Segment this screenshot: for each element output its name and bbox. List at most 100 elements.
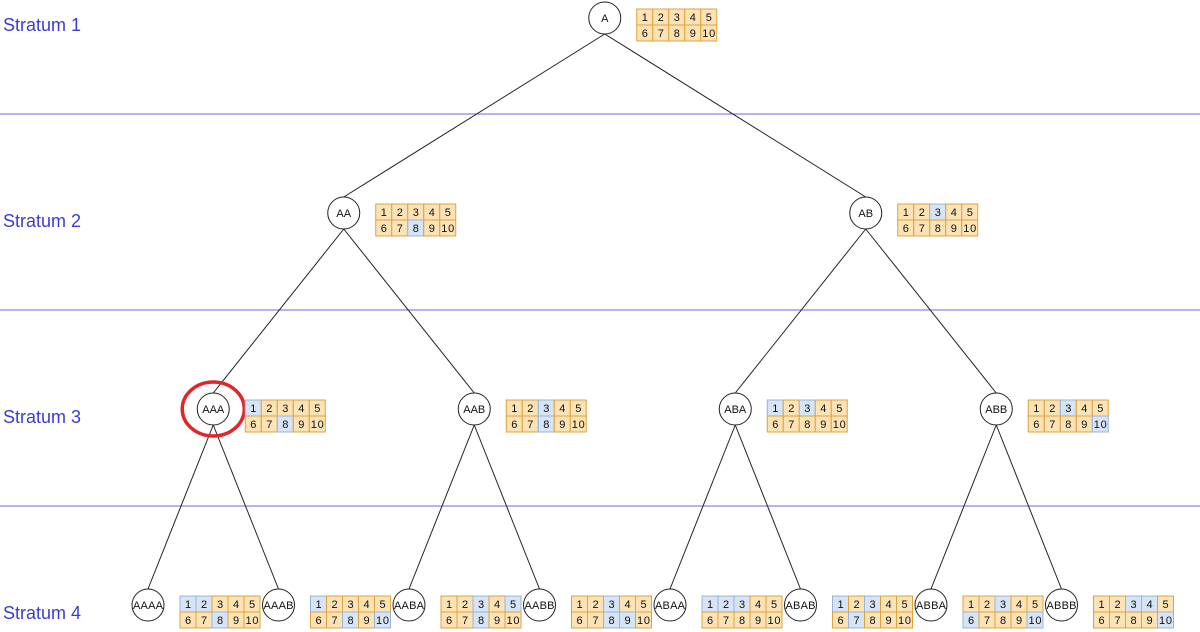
grid-cell-number: 1 bbox=[1098, 599, 1104, 611]
grid-cell-number: 5 bbox=[706, 12, 712, 24]
grid-cell-number: 5 bbox=[510, 599, 516, 611]
grid-cell-5: 5 bbox=[243, 595, 261, 613]
grid-cell-number: 1 bbox=[446, 599, 452, 611]
edge-aba-abaa bbox=[669, 424, 736, 590]
stratum-labels: Stratum 1 Stratum 2 Stratum 3 Stratum 4 bbox=[3, 15, 81, 623]
node-label: AB bbox=[858, 208, 873, 220]
grid-cell-2: 2 bbox=[848, 595, 865, 613]
grid-cell-number: 6 bbox=[185, 615, 191, 627]
stratum-dividers bbox=[0, 113, 1200, 507]
grid-cell-number: 8 bbox=[413, 223, 419, 235]
grid-cell-number: 7 bbox=[592, 615, 598, 627]
node-circle bbox=[523, 588, 556, 622]
node-label: AAA bbox=[202, 404, 225, 416]
grid-cell-1: 1 bbox=[571, 595, 588, 613]
grid-cell-3: 3 bbox=[929, 203, 947, 221]
grid-cell-1: 1 bbox=[179, 595, 197, 613]
grid-cell-7: 7 bbox=[587, 611, 604, 629]
grid-cell-10: 10 bbox=[504, 611, 522, 629]
node-label: ABAB bbox=[786, 600, 816, 612]
grid-cell-8: 8 bbox=[1059, 415, 1077, 433]
grid-cell-5: 5 bbox=[1157, 595, 1174, 613]
grid-cell-10: 10 bbox=[635, 611, 652, 629]
grid-cell-number: 7 bbox=[201, 615, 207, 627]
grid-cell-number: 1 bbox=[381, 207, 387, 219]
grid-cell-4: 4 bbox=[423, 203, 441, 221]
grid-cell-number: 9 bbox=[885, 615, 891, 627]
grid-cell-3: 3 bbox=[342, 595, 359, 613]
grid-cell-4: 4 bbox=[553, 399, 571, 417]
grid-cell-6: 6 bbox=[636, 24, 654, 42]
grid-cell-number: 1 bbox=[837, 599, 843, 611]
edge-aab-aabb bbox=[473, 424, 540, 590]
grid-cell-7: 7 bbox=[521, 415, 539, 433]
grid-cell-7: 7 bbox=[652, 24, 670, 42]
grid-cell-number: 3 bbox=[674, 12, 680, 24]
edge-abb-abba bbox=[930, 424, 997, 590]
grid-cell-9: 9 bbox=[1010, 611, 1028, 629]
grid-cell-9: 9 bbox=[814, 415, 832, 433]
grid-cell-9: 9 bbox=[358, 611, 375, 629]
grid-cell-number: 2 bbox=[984, 599, 990, 611]
grid-cell-number: 5 bbox=[640, 599, 646, 611]
grid-cell-number: 5 bbox=[771, 599, 777, 611]
grid-cell-3: 3 bbox=[798, 399, 816, 417]
grid-cell-number: 10 bbox=[702, 28, 715, 40]
grid-cell-number: 7 bbox=[397, 223, 403, 235]
grid-cell-2: 2 bbox=[391, 203, 409, 221]
grid-cell-bg bbox=[1157, 611, 1174, 629]
grid-cell-7: 7 bbox=[782, 415, 800, 433]
grid-cell-4: 4 bbox=[749, 595, 767, 613]
grid-cell-8: 8 bbox=[929, 219, 947, 237]
edge-aaa-aaab bbox=[212, 424, 279, 590]
node-label: ABA bbox=[724, 404, 747, 416]
grid-cell-3: 3 bbox=[407, 203, 425, 221]
grid-cell-bg bbox=[308, 415, 326, 433]
grid-cell-number: 2 bbox=[201, 599, 207, 611]
grid-cell-10: 10 bbox=[896, 611, 913, 629]
grid-cell-3: 3 bbox=[211, 595, 229, 613]
grid-cell-number: 9 bbox=[755, 615, 761, 627]
grid-cell-number: 10 bbox=[768, 615, 781, 627]
grid-cell-number: 10 bbox=[1094, 419, 1107, 431]
grid-cell-number: 9 bbox=[624, 615, 630, 627]
grid-cell-number: 9 bbox=[233, 615, 239, 627]
grid-cell-6: 6 bbox=[1093, 611, 1110, 629]
grid-cell-number: 1 bbox=[185, 599, 191, 611]
edge-ab-aba bbox=[734, 228, 867, 394]
grid-cell-1: 1 bbox=[440, 595, 458, 613]
grid-cell-3: 3 bbox=[733, 595, 751, 613]
grid-cell-number: 5 bbox=[575, 403, 581, 415]
grid-cell-1: 1 bbox=[375, 203, 393, 221]
grid-cell-number: 8 bbox=[1000, 615, 1006, 627]
grid-cell-9: 9 bbox=[945, 219, 963, 237]
grid-cell-5: 5 bbox=[504, 595, 522, 613]
grid-cell-6: 6 bbox=[897, 219, 915, 237]
grid-cell-number: 4 bbox=[885, 599, 891, 611]
grid-cell-number: 8 bbox=[478, 615, 484, 627]
grid-cell-number: 9 bbox=[298, 419, 304, 431]
grid-cell-10: 10 bbox=[569, 415, 587, 433]
node-circle bbox=[457, 392, 491, 426]
grid-cell-2: 2 bbox=[195, 595, 213, 613]
grid-cell-number: 9 bbox=[363, 615, 369, 627]
grid-cell-number: 2 bbox=[919, 207, 925, 219]
grid-cell-number: 10 bbox=[507, 615, 520, 627]
grid-cell-5: 5 bbox=[1091, 399, 1109, 417]
node-circle bbox=[1045, 588, 1078, 622]
grid-cell-7: 7 bbox=[391, 219, 409, 237]
grid-cell-number: 8 bbox=[739, 615, 745, 627]
grid-cell-2: 2 bbox=[1043, 399, 1061, 417]
grid-cell-9: 9 bbox=[423, 219, 441, 237]
